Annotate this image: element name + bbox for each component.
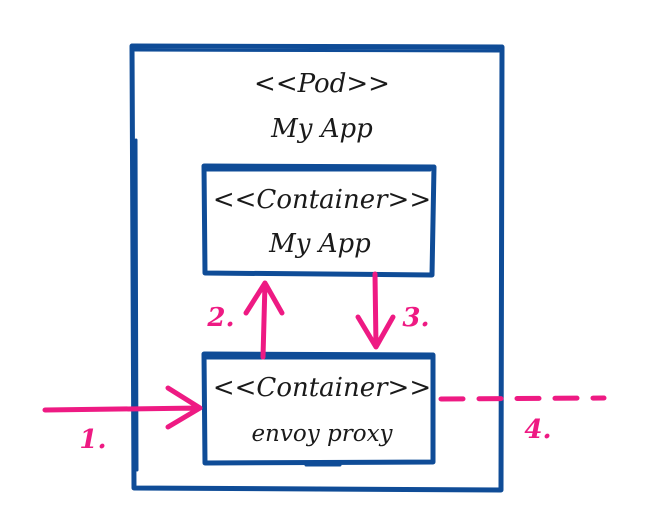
step-4-label: 4. [524, 415, 551, 445]
flow-3: 3. [355, 271, 430, 350]
step-3-label: 3. [402, 303, 429, 333]
app-container-box: <<Container>> My App [201, 163, 437, 278]
proxy-container-stereotype: <<Container>> [213, 373, 431, 403]
pod-border [129, 43, 505, 493]
flow-2-arrow [243, 280, 285, 360]
flow-1-arrow [42, 385, 203, 430]
app-container-border [201, 163, 437, 278]
pod-box: <<Pod>> My App [129, 43, 505, 493]
flow-1: 1. [42, 385, 203, 455]
app-container-stereotype: <<Container>> [213, 185, 431, 215]
pod-name: My App [270, 114, 373, 144]
proxy-container-box: <<Container>> envoy proxy [201, 351, 436, 467]
pod-border-sketch [133, 48, 501, 472]
proxy-container-border [201, 351, 436, 466]
flow-3-arrow [355, 271, 396, 350]
proxy-container-border-sketch [205, 356, 432, 467]
flow-4: 4. [438, 395, 607, 445]
proxy-container-name: envoy proxy [251, 421, 393, 447]
flow-4-dashed-line [438, 395, 607, 402]
step-2-label: 2. [206, 303, 234, 333]
pod-stereotype: <<Pod>> [254, 69, 390, 99]
app-container-name: My App [268, 229, 371, 259]
flow-2: 2. [206, 280, 285, 360]
step-1-label: 1. [79, 425, 106, 455]
